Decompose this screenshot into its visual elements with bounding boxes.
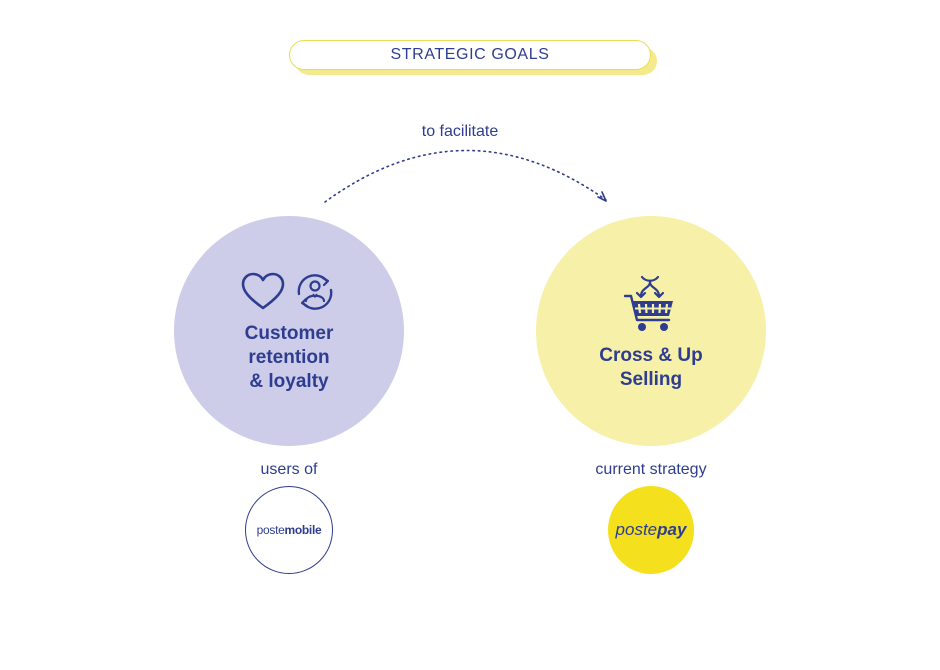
strategic-goals-header: STRATEGIC GOALS (289, 40, 651, 70)
postepay-logo-suffix: pay (657, 520, 687, 539)
postepay-logo-prefix: poste (615, 520, 658, 539)
customer-retention-circle: Customer retention & loyalty (174, 216, 404, 446)
current-strategy-caption: current strategy (595, 461, 707, 478)
right-title-line-1: Cross & Up (599, 345, 703, 366)
cross-up-selling-title: Cross & Up Selling (536, 344, 766, 392)
connector-label: to facilitate (421, 123, 499, 140)
customer-retention-title: Customer retention & loyalty (174, 322, 404, 394)
users-of-caption: users of (260, 461, 318, 478)
arrowhead-icon (597, 191, 607, 202)
cross-up-selling-circle: Cross & Up Selling (536, 216, 766, 446)
postemobile-logo-prefix: poste (256, 523, 285, 537)
left-title-line-3: & loyalty (249, 371, 329, 392)
left-title-line-1: Customer (244, 323, 334, 344)
left-title-line-2: retention (248, 347, 330, 368)
customer-cycle-icon (297, 274, 333, 310)
left-icon-row (174, 272, 404, 312)
header-title: STRATEGIC GOALS (390, 46, 550, 63)
shopping-cart-icon (624, 275, 673, 331)
right-title-line-2: Selling (619, 369, 683, 390)
heart-icon (241, 272, 285, 310)
postemobile-logo-suffix: mobile (284, 523, 322, 537)
dotted-arc (324, 149, 607, 203)
